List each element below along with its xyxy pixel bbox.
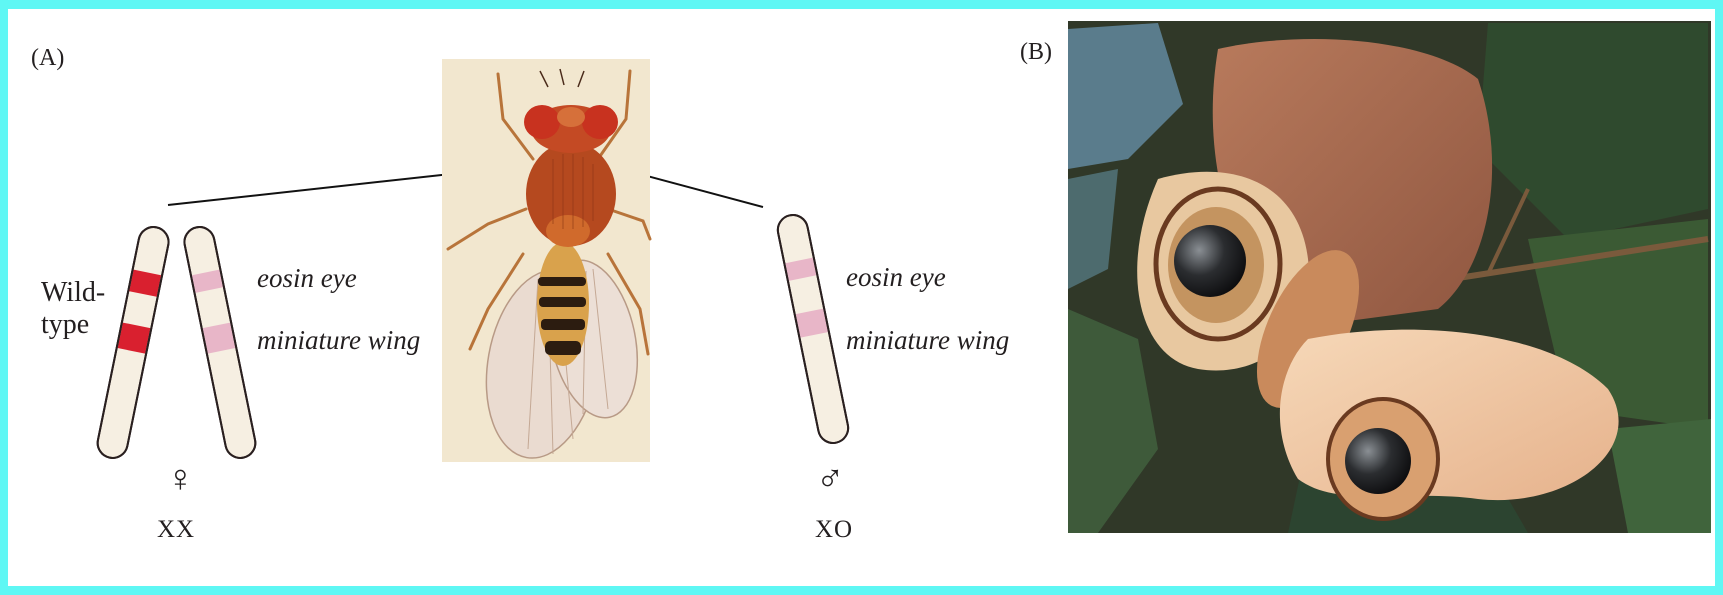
panel-b-label: (B) [1020,39,1052,66]
chromosome-female-wildtype [95,224,171,460]
female-genotype: XX [157,516,195,544]
female-eosin-eye-label: eosin eye [257,263,357,294]
figure-graphics [8,9,1715,586]
wildtype-wing-band [118,323,151,354]
male-miniature-wing-label: miniature wing [846,325,1009,356]
fly-illustration [442,59,651,467]
chromosome-female-mutant [182,224,258,460]
female-symbol: ♀ [166,457,195,501]
wildtype-label-line2: type [41,309,105,341]
male-eosin-eye-label: eosin eye [846,262,946,293]
chromosome-male-mutant [775,212,851,445]
moth-photo [1068,21,1711,533]
panel-a-label: (A) [31,45,64,72]
wildtype-label: Wild- type [41,277,105,341]
male-symbol: ♂ [816,457,845,501]
mutant-wing-band [203,323,236,354]
wildtype-label-line1: Wild- [41,277,105,309]
figure-panel: (A) (B) Wild- type eosin eye miniature w… [8,9,1715,586]
female-miniature-wing-label: miniature wing [257,325,420,356]
male-genotype: XO [815,516,853,544]
